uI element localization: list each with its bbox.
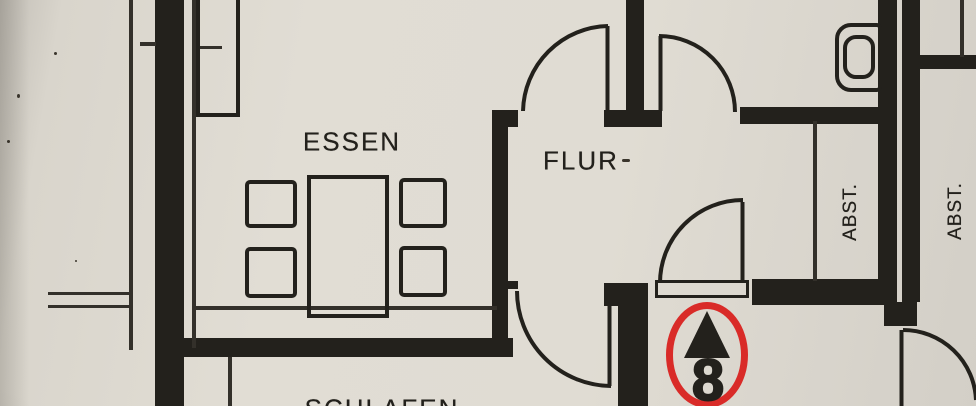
chair [245,180,297,228]
door-arc [521,24,609,112]
toilet-icon [835,23,882,92]
chair [399,178,447,228]
paper-speckle [7,140,10,143]
wall-segment [604,283,648,306]
wall-segment [752,279,893,305]
door-arc [902,327,976,401]
window-line [48,292,133,295]
paper-speckle [622,159,630,162]
unit-marker-circle [666,302,748,406]
door-arc [515,290,612,388]
chair [245,247,297,298]
wall-line [129,0,133,350]
paper-speckle [54,52,57,55]
chair [399,246,447,297]
dining-table [307,175,389,318]
door-leaf-plate [655,280,749,298]
wall-segment [740,107,890,124]
wall-line [228,357,232,406]
paper-speckle [75,260,77,262]
room-boundary-line [196,306,497,310]
unit-marker-number: 8 [691,348,725,406]
wall-segment [492,110,518,127]
room-label-essen: ESSEN [302,126,402,157]
wall-segment [884,302,917,326]
wall-segment [920,55,976,69]
closet-divider-line [813,121,817,281]
wall-segment [902,0,920,302]
wall-segment [618,306,648,406]
room-label-schlafen: SCHLAFEN [305,394,460,406]
room-label-flur: FLUR [543,145,619,176]
triangle-up-icon [684,311,730,358]
door-hinge-stub [505,281,518,289]
wall-tick [140,42,156,46]
wall-line [192,0,196,348]
wall-segment [626,0,644,114]
shaft-outline [196,0,240,117]
wall-segment [878,0,897,302]
toilet-bowl-icon [843,35,875,79]
window-line [48,305,131,308]
wall-line [960,0,964,57]
wall-segment [492,110,508,348]
room-label-abst-2: ABST. [945,182,966,240]
door-arc [658,198,744,284]
shaft-tick [198,46,222,49]
wall-segment [155,338,513,357]
room-label-abst-1: ABST. [840,183,861,241]
paper-speckle [17,94,20,98]
door-arc [658,34,737,113]
wall-segment [604,110,662,127]
